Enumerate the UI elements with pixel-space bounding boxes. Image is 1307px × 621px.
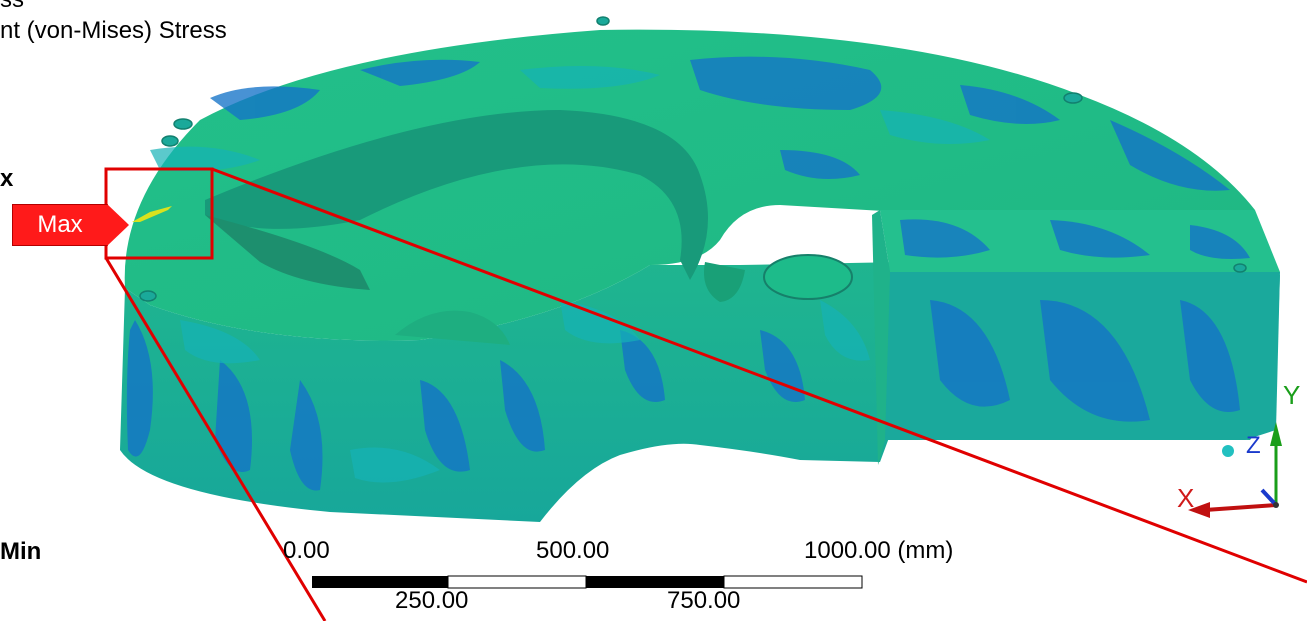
legend-min-label: Min [0,538,42,565]
triad-z-label: Z [1246,432,1261,459]
block-left-face [872,210,890,465]
slot-cut [205,110,708,280]
scale-label-250: 250.00 [395,587,469,614]
zoom-leader-bottom [104,257,327,621]
inner-recess [395,310,510,345]
contour-blue-regions [126,56,1250,491]
max-tag-label: Max [12,204,108,246]
max-tag-pointer [107,204,129,246]
result-type-label: ss [0,0,24,14]
max-hotspot [132,206,172,222]
slot-wall [205,215,370,290]
scale-bar [312,575,863,589]
contour-teal-regions [150,66,990,483]
triad-y-label: Y [1283,380,1301,410]
scale-label-500: 500.00 [536,537,610,564]
hole-shadow [704,262,745,302]
result-title: nt (von-Mises) Stress [0,17,227,44]
scale-label-1000: 1000.00 (mm) [804,537,954,564]
scale-label-0: 0.00 [283,537,330,564]
zoom-leader-top [211,167,1307,584]
hole [763,254,853,300]
coordinate-triad[interactable] [1188,422,1282,518]
triad-x-label: X [1177,483,1195,513]
mounting-bosses [139,16,1247,302]
legend-max-label: x [0,165,14,192]
scale-label-750: 750.00 [667,587,741,614]
